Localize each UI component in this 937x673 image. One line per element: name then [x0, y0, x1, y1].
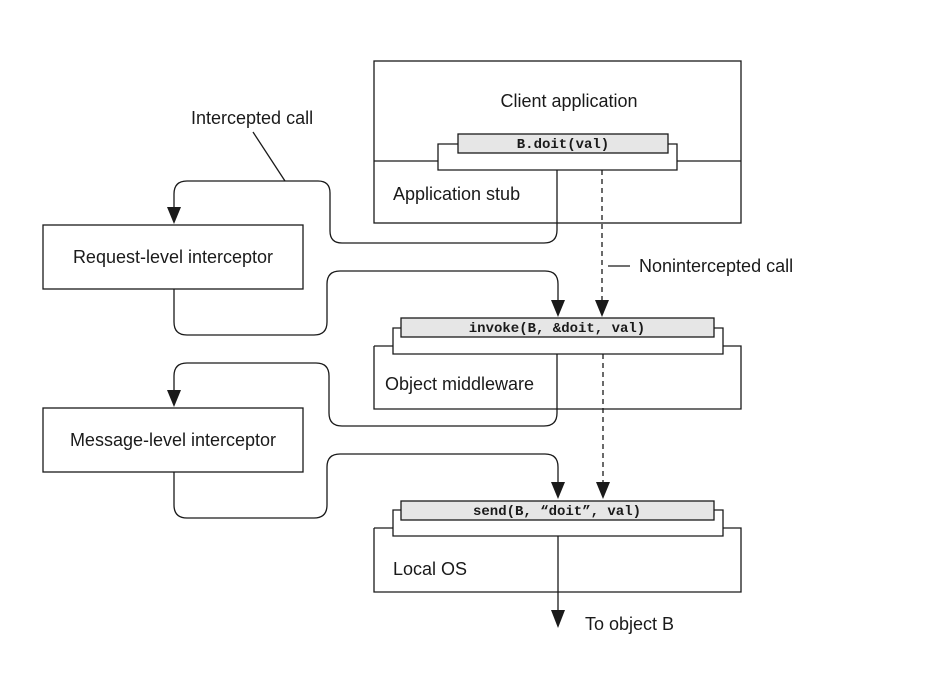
invoke-call-bar	[400, 317, 715, 338]
nonintercepted-call-label: Nonintercepted call	[639, 256, 793, 276]
local-os-box	[373, 527, 742, 593]
middleware-box	[373, 345, 742, 410]
message-interceptor: Message-level interceptor	[42, 407, 304, 473]
intercepted-call-label: Intercepted call	[191, 108, 313, 128]
request-interceptor-box	[42, 224, 304, 290]
request-interceptor: Request-level interceptor	[42, 224, 304, 290]
arrowhead-to-middleware	[551, 300, 565, 317]
local-os-layer: send(B, “doit”, val) Local OS	[373, 500, 742, 593]
intercepted-call-leader	[252, 131, 286, 182]
send-call-bar	[400, 500, 715, 521]
object-middleware-layer: invoke(B, &doit, val) Object middleware	[373, 317, 742, 410]
doit-call-bar	[457, 133, 669, 154]
invoke-call-label: invoke(B, &doit, val)	[469, 321, 645, 337]
client-application-layer: Client application B.doit(val) Applicati…	[373, 60, 742, 224]
arrowhead-to-request-interceptor	[167, 207, 181, 224]
send-call-label: send(B, “doit”, val)	[473, 504, 641, 520]
arrowhead-to-object-b	[551, 610, 565, 628]
intercepted-call-callout: Intercepted call	[191, 108, 313, 182]
to-object-b-label: To object B	[585, 614, 674, 634]
request-interceptor-label: Request-level interceptor	[73, 247, 273, 267]
middleware-to-message-interceptor-line	[173, 354, 558, 427]
stub-to-request-interceptor-line	[173, 170, 558, 244]
message-interceptor-label: Message-level interceptor	[70, 430, 276, 450]
client-application-label: Client application	[500, 91, 637, 111]
arrowhead-to-local-os	[551, 482, 565, 499]
doit-call-label: B.doit(val)	[517, 137, 609, 153]
request-interceptor-to-middleware-line	[173, 270, 559, 336]
middleware-call-bracket	[392, 327, 724, 355]
exit-to-object-b: To object B	[551, 536, 674, 634]
message-interceptor-box	[42, 407, 304, 473]
message-interceptor-to-local-os-line	[173, 453, 559, 519]
arrowhead-nonintercepted-lower	[596, 482, 610, 499]
arrowhead-to-message-interceptor	[167, 390, 181, 407]
nonintercepted-call-path	[595, 170, 610, 499]
arrowhead-nonintercepted-upper	[595, 300, 609, 317]
object-middleware-label: Object middleware	[385, 374, 534, 394]
local-os-label: Local OS	[393, 559, 467, 579]
application-stub-label: Application stub	[393, 184, 520, 204]
nonintercepted-call-callout: Nonintercepted call	[608, 256, 793, 276]
intercepted-call-path	[167, 170, 565, 519]
